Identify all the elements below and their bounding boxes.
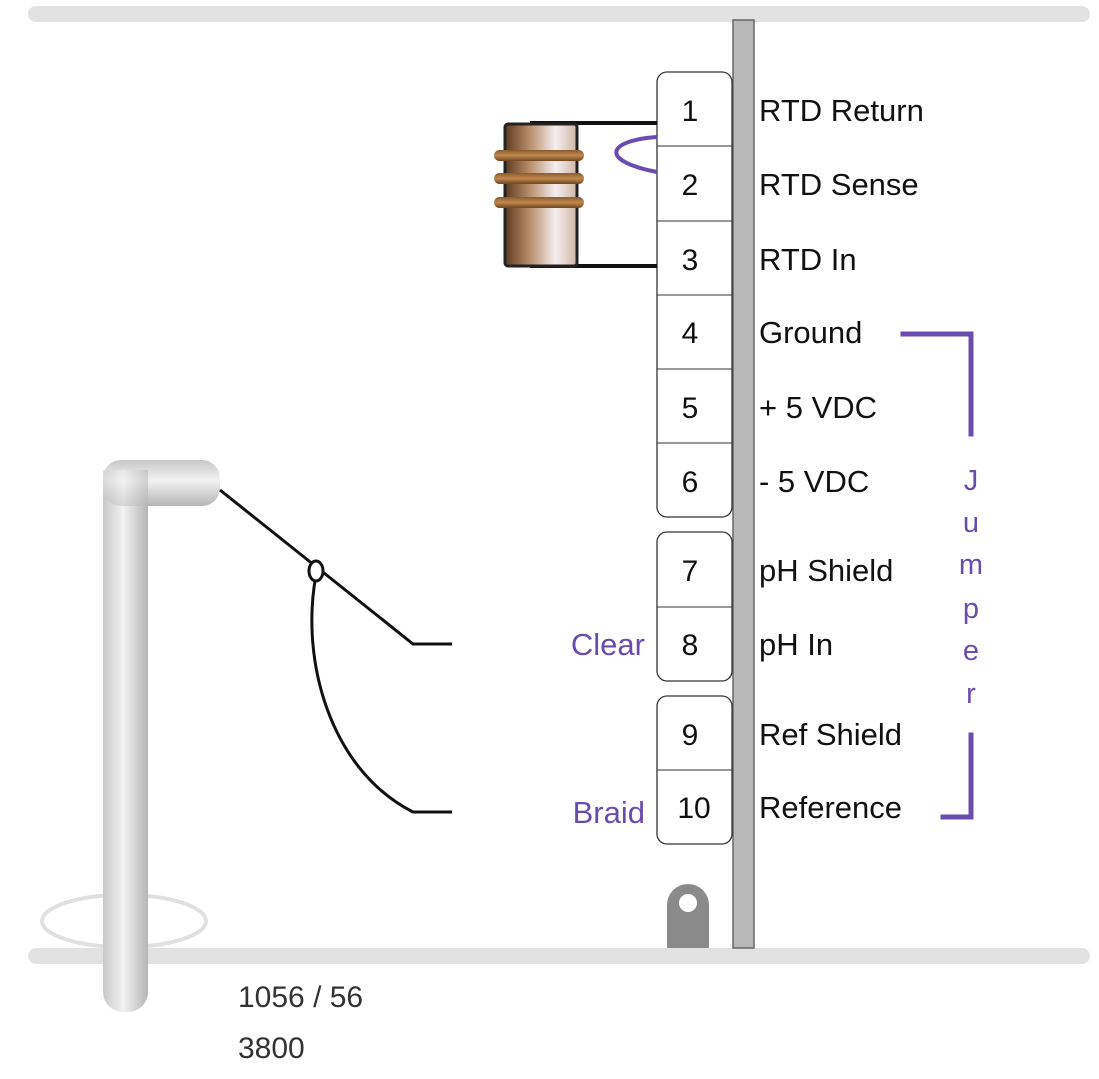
rtd-sense-jumper — [614, 135, 658, 174]
terminal-label: Reference — [759, 790, 902, 825]
jumper-letter: p — [963, 593, 979, 625]
terminal-number: 5 — [682, 392, 699, 425]
terminal-number: 2 — [682, 169, 699, 202]
jumper-letter: e — [963, 635, 979, 667]
wire-label-clear: Clear — [571, 627, 645, 662]
mounting-tab — [667, 884, 709, 948]
terminal-label: Ground — [759, 315, 862, 350]
terminal-block-group-c — [656, 695, 733, 845]
terminal-number: 7 — [682, 555, 699, 588]
mounting-rail — [732, 19, 755, 949]
terminal-number: 9 — [682, 719, 699, 752]
terminal-number: 8 — [682, 629, 699, 662]
ph-probe-icon — [103, 460, 220, 1012]
probe-cable — [219, 488, 452, 814]
rtd-resistor-icon — [494, 122, 584, 268]
part-code: 1056 / 56 — [238, 981, 363, 1014]
terminal-label: pH In — [759, 627, 833, 662]
jumper-letter: r — [966, 678, 976, 710]
terminal-label: RTD Return — [759, 93, 924, 128]
model-code: 3800 — [238, 1032, 305, 1065]
terminal-block-group-b — [656, 531, 733, 682]
terminal-number: 6 — [682, 466, 699, 499]
jumper-letter: J — [964, 465, 979, 497]
terminal-label: pH Shield — [759, 553, 893, 588]
terminal-label: + 5 VDC — [759, 390, 877, 425]
cable-split-ring — [307, 559, 325, 583]
wire-label-braid: Braid — [573, 795, 645, 830]
bottom-frame-bar — [28, 948, 1090, 964]
terminal-label: RTD In — [759, 242, 857, 277]
top-frame-bar — [28, 6, 1090, 22]
terminal-number: 4 — [682, 317, 699, 350]
jumper-bracket — [900, 331, 974, 820]
jumper-letter: m — [959, 549, 983, 581]
terminal-block-group-a — [656, 71, 733, 518]
jumper-letter: u — [963, 507, 979, 539]
terminal-label: - 5 VDC — [759, 464, 869, 499]
terminal-label: Ref Shield — [759, 717, 902, 752]
terminal-number: 1 — [682, 95, 699, 128]
terminal-number: 10 — [677, 792, 710, 825]
terminal-number: 3 — [682, 244, 699, 277]
terminal-label: RTD Sense — [759, 167, 919, 202]
